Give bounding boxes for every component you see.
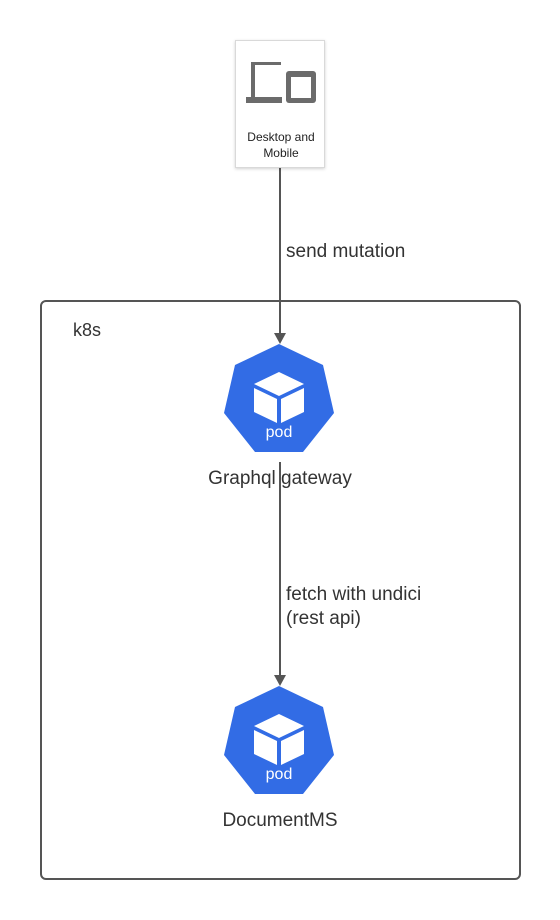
document-label: DocumentMS — [222, 810, 338, 831]
edge-gateway-to-document — [274, 462, 286, 686]
client-label: Desktop and Mobile — [247, 130, 315, 160]
edge-client-to-gateway — [274, 168, 286, 344]
kubernetes-pod-icon — [224, 344, 334, 452]
desktop-mobile-icon — [246, 62, 316, 103]
gateway-pod-node[interactable]: pod — [221, 342, 337, 454]
document-pod-node[interactable]: pod — [221, 684, 337, 796]
pod-text: pod — [265, 424, 293, 441]
kubernetes-pod-icon — [224, 686, 334, 794]
cluster-label: k8s — [73, 320, 102, 340]
pod-text: pod — [265, 766, 293, 783]
gateway-label: Graphql gateway — [208, 468, 352, 489]
edge-label-send-mutation: send mutation — [286, 241, 406, 262]
client-card[interactable]: Desktop and Mobile — [235, 40, 325, 168]
edge-label-fetch-undici: fetch with undici (rest api) — [286, 584, 422, 629]
